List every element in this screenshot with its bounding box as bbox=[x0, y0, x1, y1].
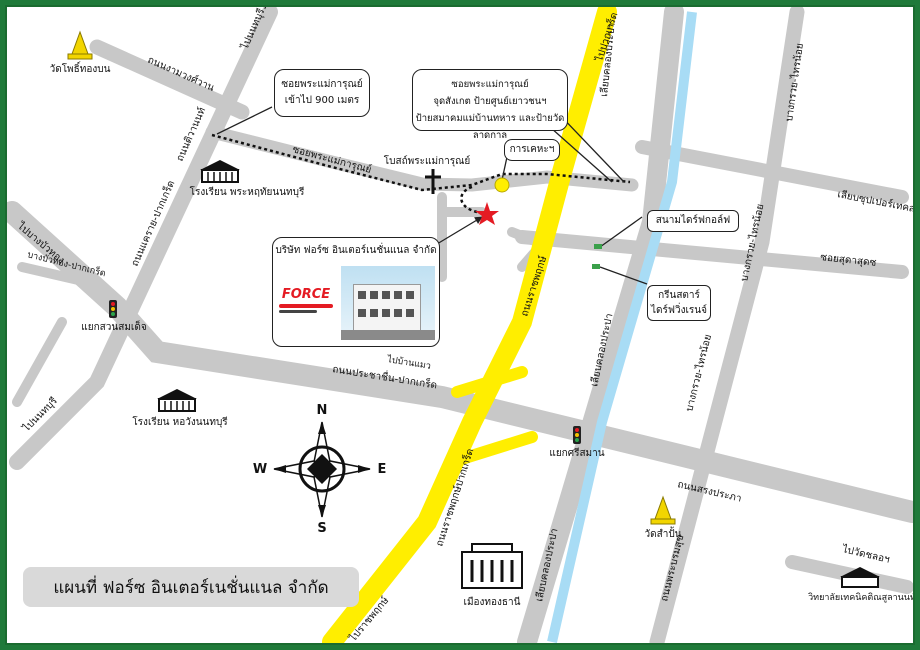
highway-ratchaphruek bbox=[322, 7, 617, 643]
pointer-landmark-1 bbox=[556, 111, 625, 183]
company-logo-text: FORCE bbox=[281, 287, 331, 302]
compass-n: N bbox=[317, 403, 328, 418]
label-school-phra: โรงเรียน พระหฤทัยนนทบุรี bbox=[190, 185, 305, 198]
pointer-gas bbox=[501, 156, 508, 181]
compass-rose bbox=[273, 421, 371, 518]
temple-icon-wat-pho bbox=[67, 30, 93, 60]
pointer-entrance bbox=[216, 106, 273, 135]
company-logo-swoosh-2 bbox=[279, 310, 317, 313]
label-junction-1: แยกสวนสมเด็จ bbox=[81, 319, 147, 333]
callout-green-star-line-2: ไดร์ฟวิ่งเรนจ์ bbox=[651, 305, 707, 316]
company-ground bbox=[341, 330, 435, 340]
label-bang-kruai-3: บางกรวย-ไทรน้อย bbox=[683, 333, 714, 413]
school-icon-hor bbox=[157, 389, 197, 412]
callout-company[interactable]: บริษัท ฟอร์ซ อินเตอร์เนชั่นแนล จำกัด FOR… bbox=[272, 237, 440, 347]
compass-w: W bbox=[253, 462, 267, 477]
company-logo: FORCE bbox=[279, 288, 333, 318]
label-wat-sampan: วัดสำปั้น bbox=[644, 526, 681, 540]
callout-green-star: กรีนสตาร์ ไดร์ฟวิ่งเรนจ์ bbox=[647, 285, 711, 321]
callout-gas: การเคหะฯ bbox=[504, 139, 560, 161]
label-wat-pho: วัดโพธิ์ทองบน bbox=[50, 61, 111, 75]
label-college: วิทยาลัยเทคนิคติณสูลานนท์ bbox=[808, 591, 913, 603]
pointer-company bbox=[431, 216, 483, 248]
green-marker bbox=[592, 264, 600, 269]
label-church: โบสถ์พระแม่การุณย์ bbox=[384, 154, 470, 167]
traffic-light-icon-1 bbox=[109, 300, 117, 318]
gas-dot bbox=[494, 177, 510, 193]
road-liap-suan bbox=[635, 140, 909, 204]
route-dotted bbox=[211, 133, 631, 192]
school-icon-phra bbox=[200, 160, 240, 183]
road-bang-bua bbox=[12, 317, 67, 407]
callout-entrance: ซอยพระแม่การุณย์ เข้าไป 900 เมตร bbox=[274, 69, 370, 117]
callout-golf: สนามไดร์ฟกอล์ฟ bbox=[647, 210, 739, 232]
label-junction-2: แยกศรีสมาน bbox=[549, 447, 604, 459]
road-bang-kruai bbox=[649, 7, 805, 643]
pointer-green bbox=[599, 266, 648, 285]
label-school-hor: โรงเรียน หอวังนนทบุรี bbox=[132, 415, 228, 428]
callout-landmark-line-2: จุดสังเกต ป้ายศูนย์เยาวชนฯ bbox=[433, 96, 547, 107]
callout-entrance-line-1: ซอยพระแม่การุณย์ bbox=[281, 79, 363, 90]
golf-marker bbox=[594, 244, 602, 249]
callout-entrance-line-2: เข้าไป 900 เมตร bbox=[284, 95, 360, 106]
company-logo-swoosh bbox=[279, 304, 333, 308]
compass-e: E bbox=[378, 462, 387, 477]
building-icon-mueang-thong bbox=[461, 543, 523, 589]
label-to-wat-chaloem: ไปวัดชลอฯ bbox=[840, 543, 890, 566]
callout-landmark-line-1: ซอยพระแม่การุณย์ bbox=[451, 79, 529, 90]
traffic-light-icon-2 bbox=[573, 426, 581, 444]
company-building bbox=[353, 284, 421, 332]
label-to-ban-maew: ไปบ้านแมว bbox=[386, 354, 432, 372]
callout-company-name: บริษัท ฟอร์ซ อินเตอร์เนชั่นแนล จำกัด bbox=[275, 245, 437, 256]
callout-green-star-line-1: กรีนสตาร์ bbox=[658, 290, 700, 301]
callout-landmark-line-3: ป้ายสมาคมแม่บ้านทหาร และป้ายวัดลาดกาล bbox=[415, 113, 565, 141]
temple-icon-wat-sampan bbox=[650, 495, 676, 525]
canal bbox=[547, 11, 697, 643]
road-ngamwongwan bbox=[89, 39, 250, 120]
road-sub-ngam bbox=[17, 262, 92, 287]
highway-branch bbox=[446, 366, 538, 468]
compass-s: S bbox=[317, 521, 326, 536]
company-photo bbox=[341, 266, 435, 340]
church-icon bbox=[425, 169, 441, 194]
map-canvas: N S W E ถนนงามวงศ์วาน ซอยพระแม่การุณย์ ถ… bbox=[5, 5, 915, 645]
map-title: แผนที่ ฟอร์ซ อินเตอร์เนชั่นแนล จำกัด bbox=[23, 567, 359, 607]
label-mueang-thong: เมืองทองธานี bbox=[464, 596, 521, 608]
road-soi-sanambin bbox=[515, 230, 909, 279]
college-icon bbox=[840, 567, 880, 588]
company-star[interactable] bbox=[475, 202, 499, 225]
label-sanambin-lower: ถนนสรงประภา bbox=[676, 479, 742, 504]
callout-landmark: ซอยพระแม่การุณย์ จุดสังเกต ป้ายศูนย์เยาว… bbox=[412, 69, 568, 141]
pointer-golf bbox=[599, 216, 643, 248]
